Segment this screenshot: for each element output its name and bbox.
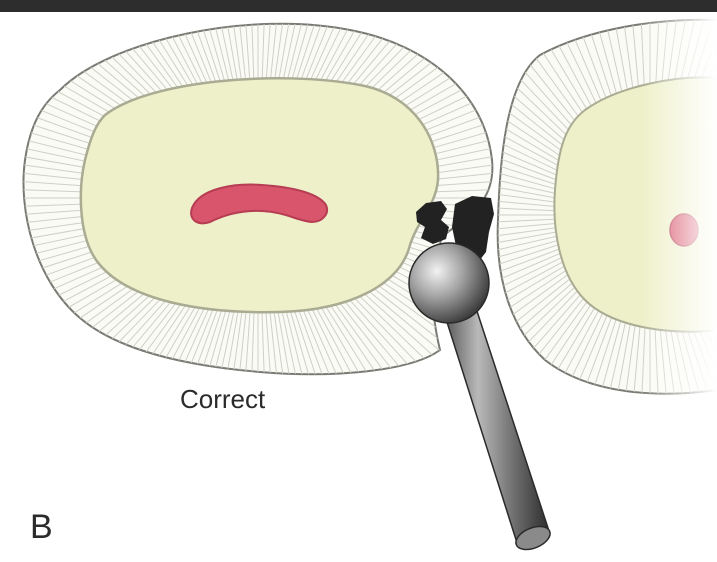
top-bar <box>0 0 717 12</box>
figure-caption: Correct <box>180 384 265 415</box>
panel-letter: B <box>30 508 53 547</box>
